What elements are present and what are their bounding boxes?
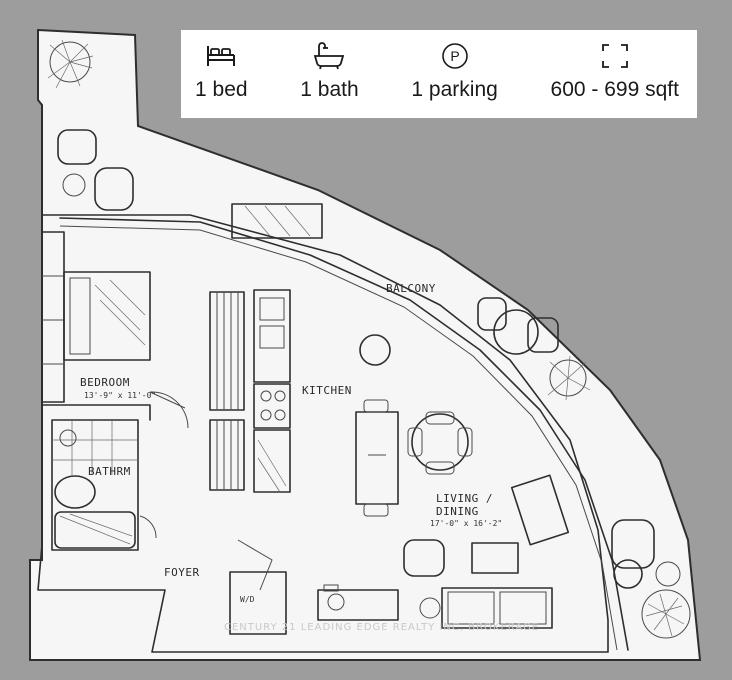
label-dining: DINING <box>436 505 479 518</box>
label-balcony: BALCONY <box>386 282 436 295</box>
baths-value: 1 bath <box>300 78 359 101</box>
balcony-chair-left <box>57 129 134 211</box>
parking-icon-letter: P <box>450 48 459 64</box>
bedroom-door <box>149 391 189 429</box>
watermark: CENTURY 21 LEADING EDGE REALTY INC, BROK… <box>224 622 539 633</box>
balcony-table <box>359 334 391 366</box>
bed-icon <box>204 40 238 72</box>
unit-outline <box>29 28 702 661</box>
balcony-rail-inner <box>59 225 618 651</box>
label-bedroom-dim: 13'-9" x 11'-0" <box>84 391 156 400</box>
plant-icon <box>547 355 591 401</box>
kitchen-island <box>355 399 399 517</box>
balcony-rail-outer <box>59 217 629 651</box>
balcony-set-right <box>477 297 559 355</box>
stat-parking: P 1 parking <box>411 30 498 102</box>
shrub-icon <box>641 589 691 639</box>
bathroom <box>51 419 157 551</box>
label-living-dim: 17'-0" x 16'-2" <box>430 519 502 528</box>
parking-icon: P <box>438 40 472 72</box>
label-foyer: FOYER <box>164 566 200 579</box>
dining-table <box>407 411 473 475</box>
label-bedroom: BEDROOM <box>80 376 130 389</box>
parking-value: 1 parking <box>411 78 498 101</box>
label-bathroom: BATHRM <box>88 465 131 478</box>
label-kitchen: KITCHEN <box>302 384 352 397</box>
stat-beds: 1 bed <box>195 30 248 102</box>
bedroom-wall <box>41 404 151 421</box>
living-furniture <box>403 474 570 629</box>
closet-shelves <box>209 291 245 491</box>
stat-baths: 1 bath <box>300 30 359 102</box>
area-value: 600 - 699 sqft <box>550 78 679 101</box>
interior-wall <box>37 214 609 653</box>
label-wd: W/D <box>240 595 255 604</box>
balcony-chair-bottom-right <box>611 519 681 589</box>
balcony-bench <box>231 203 323 239</box>
unit-summary: 1 bed 1 bath P 1 parking 600 - 699 <box>181 30 697 118</box>
bed <box>63 271 151 361</box>
plant-icon <box>47 39 94 89</box>
foyer-closet <box>229 539 399 635</box>
stat-area: 600 - 699 sqft <box>551 30 679 102</box>
area-icon <box>598 40 632 72</box>
beds-value: 1 bed <box>195 78 248 101</box>
label-living: LIVING / <box>436 492 493 505</box>
kitchen-counter <box>253 289 291 493</box>
bathtub-icon <box>312 40 346 72</box>
